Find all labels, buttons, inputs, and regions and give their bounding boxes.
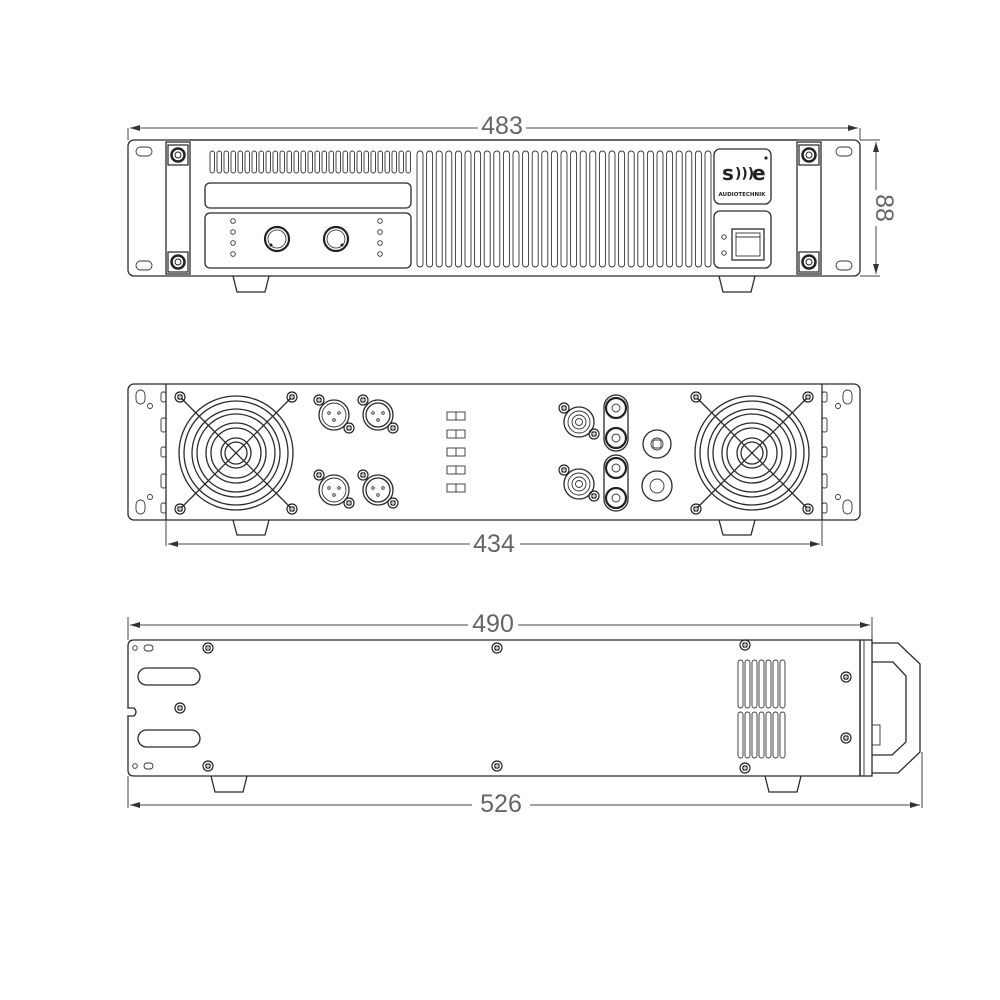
side-vent xyxy=(737,659,786,759)
fan-grille-left xyxy=(174,391,298,515)
side-view: 490 52 xyxy=(127,610,923,818)
front-handle-right xyxy=(796,141,822,275)
rack-slot xyxy=(835,146,853,157)
rack-ear-right xyxy=(821,389,853,515)
front-vent-long xyxy=(416,150,712,268)
binding-posts-2 xyxy=(603,454,629,512)
rack-slot xyxy=(135,260,153,271)
dimension-front-height: 88 xyxy=(860,139,898,277)
display-window xyxy=(204,182,412,209)
foot xyxy=(232,519,270,536)
front-bezel xyxy=(859,639,873,777)
dimension-label-526: 526 xyxy=(480,790,522,818)
dimension-label-88: 88 xyxy=(870,194,898,222)
dimension-rear-width: 434 xyxy=(165,520,823,558)
xlr-input-2 xyxy=(313,469,355,509)
xlr-input-1 xyxy=(313,394,355,434)
side-slot xyxy=(137,667,201,686)
rear-panel-outline xyxy=(127,383,861,521)
side-panel-outline xyxy=(127,639,861,777)
dimension-label-434: 434 xyxy=(473,530,515,558)
side-handle xyxy=(872,642,921,774)
front-view: 483 88 xyxy=(127,112,898,293)
dimension-side-body: 490 xyxy=(127,610,873,640)
svg-text:e: e xyxy=(752,161,766,185)
side-slot xyxy=(137,729,201,748)
svg-text:s: s xyxy=(722,161,734,185)
fuse-holder xyxy=(642,429,672,459)
xlr-output-1 xyxy=(357,394,399,434)
brand-logo: s ))) e AUDIOTECHNIK xyxy=(713,148,772,205)
led-column-right xyxy=(377,218,383,257)
rear-view: 434 xyxy=(127,383,861,558)
foot xyxy=(718,519,756,536)
fan-grille-right xyxy=(690,391,814,515)
foot xyxy=(232,275,270,293)
rack-ear-left xyxy=(135,389,167,515)
control-panel xyxy=(204,212,412,269)
brand-text: AUDIOTECHNIK xyxy=(719,192,767,198)
rack-slot xyxy=(135,146,153,157)
speakon-output-1 xyxy=(558,402,600,440)
volume-knob-right xyxy=(322,225,350,253)
svg-text:))): ))) xyxy=(735,166,754,182)
front-handle-left xyxy=(165,141,191,275)
volume-knob-left xyxy=(263,225,291,253)
foot xyxy=(718,275,756,293)
power-switch xyxy=(731,228,765,261)
dimension-front-width: 483 xyxy=(127,112,861,140)
rack-slot xyxy=(835,260,853,271)
dimension-label-483: 483 xyxy=(481,112,523,140)
speakon-output-2 xyxy=(558,464,600,502)
dimension-side-total: 526 xyxy=(127,752,923,818)
power-switch-panel xyxy=(713,210,772,269)
foot xyxy=(764,775,802,793)
power-inlet xyxy=(641,470,673,502)
front-vent-short xyxy=(209,150,411,174)
xlr-output-2 xyxy=(357,469,399,509)
dimension-label-490: 490 xyxy=(472,610,514,638)
foot xyxy=(210,775,248,793)
binding-posts-1 xyxy=(603,394,629,452)
led-column-left xyxy=(230,218,236,257)
dip-switch-bank xyxy=(446,411,466,493)
